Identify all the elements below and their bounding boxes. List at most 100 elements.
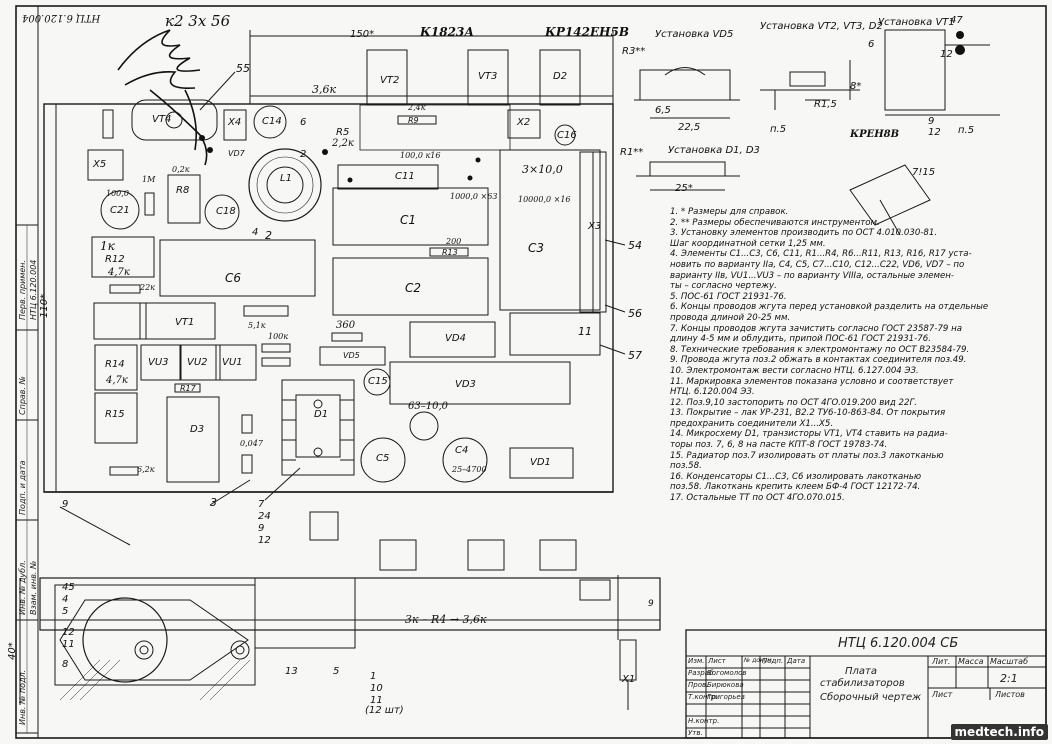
label-x2: X2: [517, 117, 531, 128]
callout-5b: 5: [333, 666, 340, 677]
note-line: 17. Остальные ТТ по ОСТ 4ГО.070.015.: [670, 493, 845, 504]
detail-p5: п.5: [770, 124, 787, 135]
value-1000-0: 1000,0 ×63: [450, 192, 498, 201]
note-line: 16. Конденсаторы С1...С3, С6 изолировать…: [670, 471, 922, 482]
label-vu3: VU3: [148, 357, 169, 368]
detail-dim-22-5: 22,5: [678, 122, 701, 133]
margin-sprav: Справ. №: [18, 376, 27, 415]
label-vd3: VD3: [455, 379, 476, 390]
dimension-150: 150*: [350, 29, 375, 40]
label-x4: X4: [228, 117, 242, 128]
title-block-ndoc: № докум.: [744, 657, 774, 664]
note-line: длину 4-5 мм и облудить, припой ПОС-61 Г…: [670, 334, 931, 345]
title-block-scale-label: Масштаб: [990, 657, 1029, 666]
callout-7: 7: [258, 499, 265, 510]
label-c1: C1: [400, 213, 417, 227]
note-line: провода длиной 20-25 мм.: [670, 312, 791, 323]
title-block-mass: Масса: [958, 657, 984, 666]
detail-kren-title: КРЕН8В: [850, 129, 900, 140]
title-block-row-razrab: Разраб.: [688, 669, 716, 677]
label-c3: C3: [528, 241, 545, 255]
label-c2: C2: [405, 281, 422, 295]
label-c14: C14: [262, 116, 282, 127]
value-22k: 22к: [140, 283, 155, 292]
value-100-0: 100,0 к16: [400, 151, 441, 160]
title-block-name-razrab: Богомолов: [707, 669, 747, 677]
label-r14: R14: [105, 359, 125, 370]
value-100-0-b: 100,0: [106, 189, 129, 198]
value-6-2k: 6,2к: [137, 465, 155, 474]
title-block-name-prov: Бирюкова: [707, 681, 744, 689]
quantity-note: (12 шт): [365, 705, 404, 716]
detail-callout-12: 12: [928, 127, 941, 138]
note-line: НТЦ. 6.120.004 ЭЗ.: [670, 387, 755, 398]
label-x1: X1: [622, 674, 636, 685]
label-x3: X3: [588, 221, 602, 232]
callout-8: 8: [62, 659, 69, 670]
label-vt4: VT4: [152, 114, 172, 125]
label-d2: D2: [553, 71, 568, 82]
value-0-047: 0,047: [240, 439, 263, 448]
note-line: 15. Радиатор поз.7 изолировать от платы …: [670, 450, 944, 461]
note-line: Шаг координатной сетки 1,25 мм.: [670, 238, 826, 249]
value-4-7k-b: 4,7к: [106, 375, 128, 386]
value-2-2k: 2,2к: [332, 138, 354, 149]
title-block-name-1: Плата: [845, 666, 877, 677]
callout-9c: 9: [648, 599, 654, 609]
label-x5: X5: [93, 159, 107, 170]
callout-24: 24: [258, 511, 271, 522]
dimension-110: 110*: [39, 293, 50, 318]
callout-11b: 11: [62, 639, 75, 650]
rotated-doc-code: НТЦ 6.120.004: [22, 12, 101, 23]
technical-notes: 1. * Размеры для справок. 2. ** Размеры …: [670, 207, 1015, 504]
callout-56: 56: [628, 307, 642, 320]
callout-45: 45: [62, 582, 75, 593]
callout-10: 10: [370, 683, 383, 694]
value-1m: 1М: [142, 175, 156, 184]
value-3-6k: 3,6к: [312, 83, 337, 96]
label-vu2: VU2: [187, 357, 208, 368]
detail-vt1-title: Установка VT1: [878, 17, 955, 28]
callout-9b: 9: [62, 499, 69, 510]
value-2-4k: 2,4к: [408, 103, 426, 112]
callout-2: 2: [265, 229, 272, 242]
detail-callout-12-b: 12: [940, 49, 953, 60]
note-line: 1. * Размеры для справок.: [670, 207, 789, 217]
callout-12a: 12: [258, 535, 271, 546]
label-vd7: VD7: [228, 149, 245, 158]
label-c21: C21: [110, 205, 130, 216]
detail-d1-d3-title: Установка D1, D3: [668, 145, 760, 156]
note-line: поз.58.: [670, 461, 702, 472]
detail-p5-b: п.5: [958, 125, 975, 136]
title-block-name-2: стабилизаторов: [820, 678, 905, 689]
title-block-sheet: Лист: [932, 690, 953, 699]
detail-vd5-title: Установка VD5: [655, 29, 734, 40]
callout-11c: 11: [370, 695, 383, 706]
dimension-40: 40*: [7, 642, 18, 660]
label-vd4: VD4: [445, 333, 466, 344]
note-line: 8. Технические требования к электромонта…: [670, 344, 970, 355]
note-line: торы поз. 7, 6, 8 на пасте КПТ-8 ГОСТ 19…: [670, 440, 888, 451]
label-r5: R5: [336, 127, 350, 138]
value-100k: 100к: [268, 332, 289, 341]
label-vd1: VD1: [530, 457, 551, 468]
label-r9: R9: [408, 116, 419, 125]
value-10000-0: 10000,0 ×16: [518, 195, 571, 204]
title-block-data: Дата: [787, 657, 806, 665]
detail-callout-715: 7!15: [912, 167, 936, 178]
title-block-scale: 2:1: [1000, 672, 1018, 685]
note-line: 10. Электромонтаж вести согласно НТЦ. 6.…: [670, 365, 919, 376]
value-0-2k: 0,2к: [172, 165, 190, 174]
label-r12: R12: [105, 254, 125, 265]
callout-4: 4: [62, 594, 69, 605]
note-line: 14. Микросхему D1, транзисторы VT1, VT4 …: [670, 429, 948, 440]
detail-dim-6-5: 6,5: [655, 105, 671, 116]
note-line: 7. Концы проводов жгута зачистить соглас…: [670, 323, 963, 334]
callout-12b: 12: [62, 627, 75, 638]
note-line: предохранить соединители Х1...Х5.: [670, 418, 834, 429]
note-line: 3. Установку элементов производить по ОС…: [670, 228, 938, 239]
value-25-4700: 25–4700: [452, 465, 487, 474]
note-line: поз.58. Лакоткань крепить клеем БФ-4 ГОС…: [670, 482, 921, 493]
